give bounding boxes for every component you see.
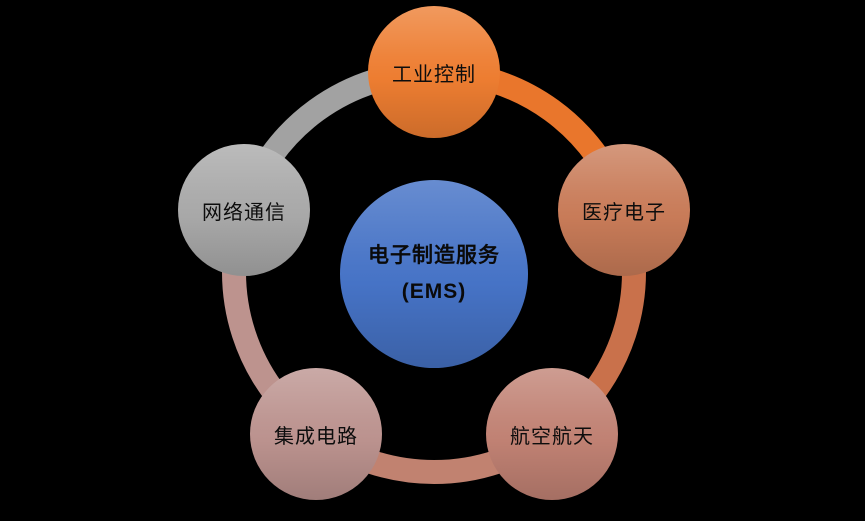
center-label-line2: (EMS) bbox=[401, 280, 467, 303]
node-network-communication: 网络通信 bbox=[178, 144, 310, 276]
node-ems-center: 电子制造服务 (EMS) bbox=[340, 180, 528, 368]
node-medical-electronics: 医疗电子 bbox=[558, 144, 690, 276]
node-aerospace: 航空航天 bbox=[486, 368, 618, 500]
node-label: 医疗电子 bbox=[582, 201, 666, 224]
node-label: 集成电路 bbox=[274, 425, 358, 448]
node-label: 工业控制 bbox=[392, 63, 476, 86]
node-label: 航空航天 bbox=[510, 425, 594, 448]
center-label-line1: 电子制造服务 bbox=[368, 244, 500, 267]
node-integrated-circuits: 集成电路 bbox=[250, 368, 382, 500]
node-label: 网络通信 bbox=[202, 201, 286, 224]
node-industrial-control: 工业控制 bbox=[368, 6, 500, 138]
